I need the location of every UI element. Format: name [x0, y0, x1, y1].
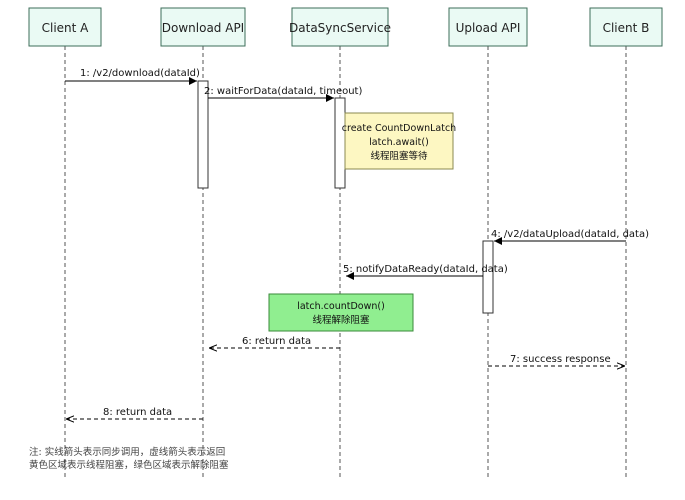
actor-client-a[interactable]: Client A [28, 7, 102, 47]
message-label: 8: return data [103, 407, 172, 418]
footnote: 注: 实线箭头表示同步调用，虚线箭头表示返回 黄色区域表示线程阻塞，绿色区域表示… [29, 446, 229, 471]
actor-label: DataSyncService [289, 21, 391, 35]
note-line: 线程解除阻塞 [312, 314, 370, 326]
actor-upload-api[interactable]: Upload API [448, 7, 528, 47]
actor-download-api[interactable]: Download API [160, 7, 246, 47]
message-5: 5: notifyDataReady(dataId, data) [343, 264, 508, 280]
message-8: 8: return data [66, 407, 203, 419]
actor-label: Client A [42, 21, 90, 35]
message-6: 6: return data [209, 336, 340, 348]
message-1: 1: /v2/download(dataId) [65, 68, 200, 85]
footnote-line: 黄色区域表示线程阻塞，绿色区域表示解除阻塞 [29, 459, 229, 471]
activation-upload-api [482, 240, 494, 314]
note-block-wait: create CountDownLatch latch.await() 线程阻塞… [342, 112, 456, 170]
note-line: create CountDownLatch [342, 123, 456, 134]
actor-data-sync-service[interactable]: DataSyncService [289, 7, 391, 47]
actor-label: Client B [603, 21, 650, 35]
message-label: 7: success response [510, 354, 611, 365]
message-2: 2: waitForData(dataId, timeout) [204, 86, 362, 102]
footnote-line: 注: 实线箭头表示同步调用，虚线箭头表示返回 [29, 446, 225, 458]
note-line: latch.await() [369, 137, 429, 148]
activation-download-api [197, 80, 209, 189]
message-4: 4: /v2/dataUpload(dataId, data) [491, 229, 649, 245]
message-7: 7: success response [488, 354, 625, 366]
message-label: 2: waitForData(dataId, timeout) [204, 86, 362, 97]
actor-label: Upload API [456, 21, 521, 35]
actor-label: Download API [162, 21, 244, 35]
message-label: 1: /v2/download(dataId) [80, 68, 200, 79]
note-unblock: latch.countDown() 线程解除阻塞 [268, 293, 414, 332]
message-label: 4: /v2/dataUpload(dataId, data) [491, 229, 649, 240]
note-line: latch.countDown() [297, 301, 385, 312]
activation-data-sync-service [334, 97, 346, 189]
actor-client-b[interactable]: Client B [589, 7, 663, 47]
message-label: 5: notifyDataReady(dataId, data) [343, 264, 508, 275]
message-label: 6: return data [242, 336, 311, 347]
note-line: 线程阻塞等待 [370, 150, 428, 162]
